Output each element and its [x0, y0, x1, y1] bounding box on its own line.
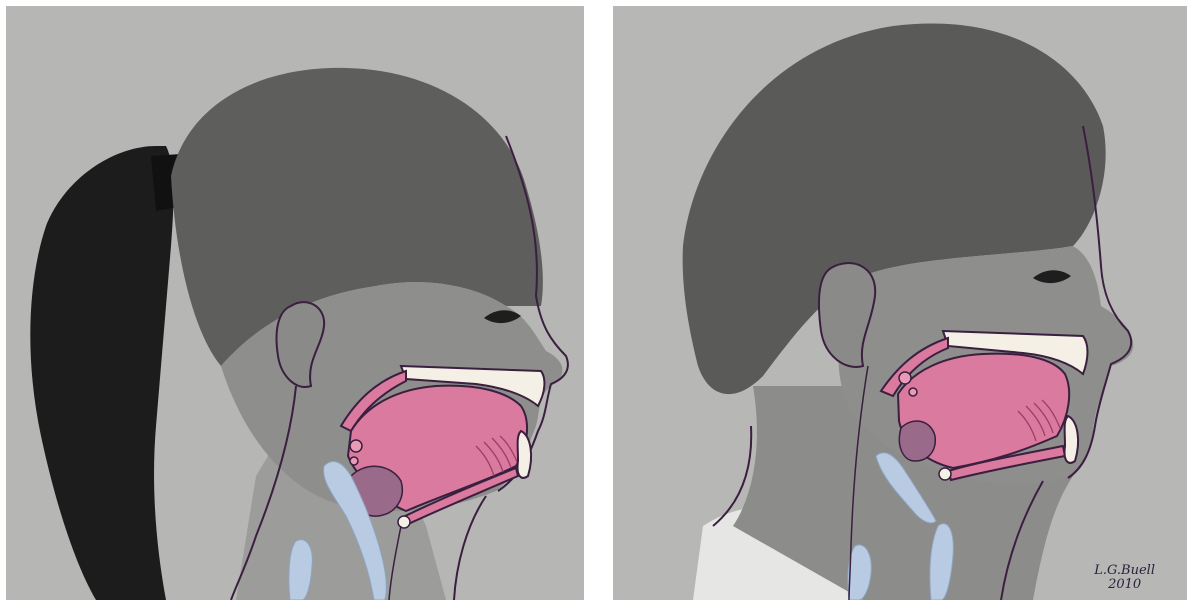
hyoid: [939, 468, 951, 480]
right-illustration: [613, 6, 1187, 600]
signature-year: 2010: [1094, 578, 1155, 592]
right-photo-panel: L.G.Buell 2010: [613, 6, 1187, 600]
hyoid: [398, 516, 410, 528]
left-photo-panel: [6, 6, 584, 600]
tonsil: [899, 421, 935, 461]
adenoid-dot: [909, 388, 917, 396]
adenoid-dot: [350, 457, 358, 465]
signature-name: L.G.Buell: [1094, 564, 1155, 578]
left-illustration: [6, 6, 584, 600]
artist-signature: L.G.Buell 2010: [1094, 564, 1155, 592]
adenoid-dot: [899, 372, 911, 384]
adenoid-dot: [350, 440, 362, 452]
